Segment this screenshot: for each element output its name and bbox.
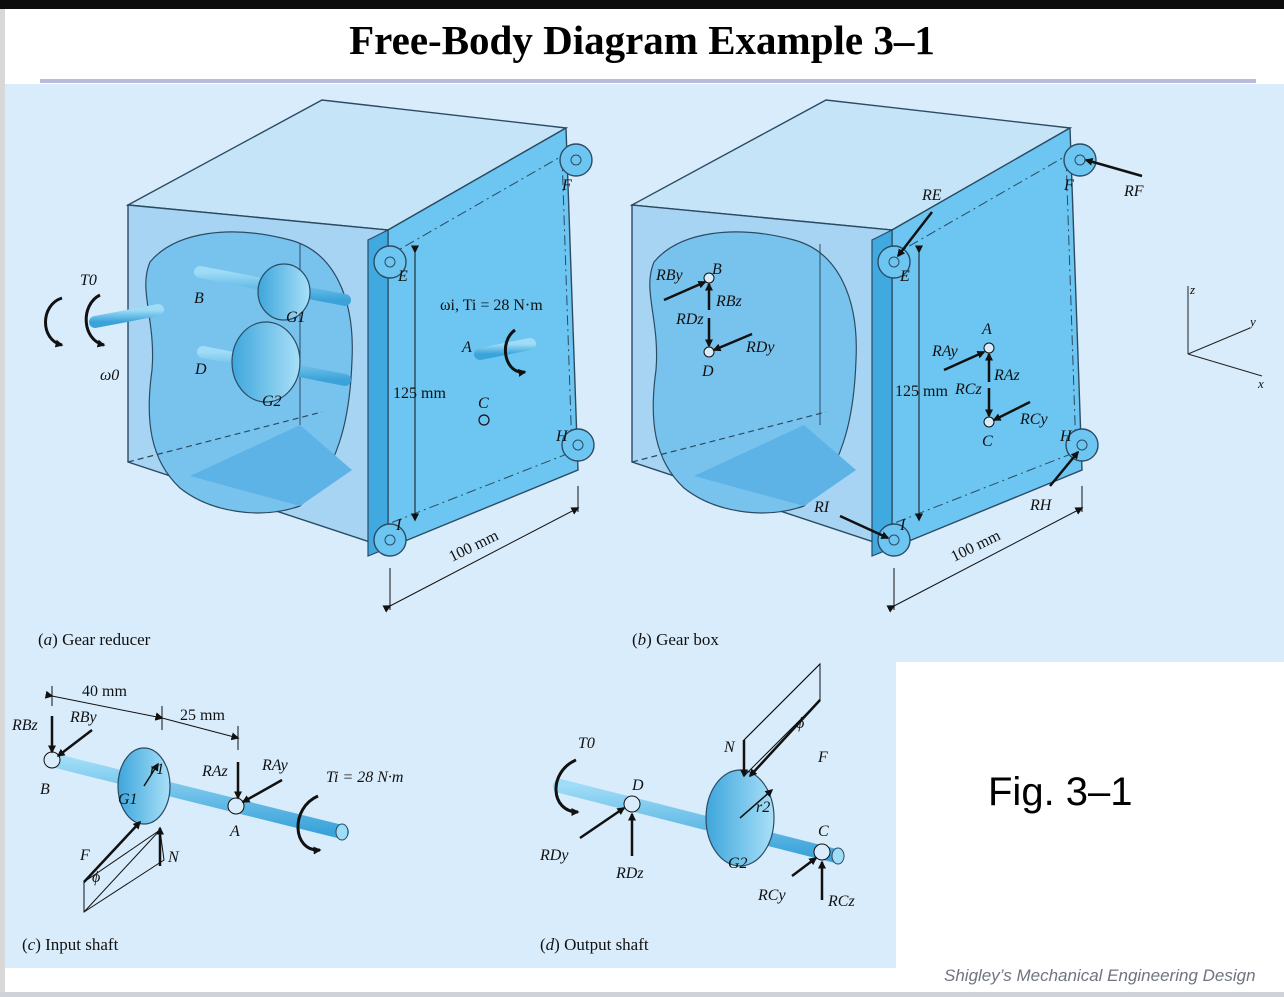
- label-b-i: I: [899, 517, 906, 534]
- input-speed-arrow-icon: [84, 293, 106, 348]
- free-body-diagram-figure: T0 ω0 B D G1 G2 E F H I A C ωi, Ti = 28 …: [5, 84, 1284, 968]
- coordinate-axes: z y x: [1187, 282, 1264, 391]
- label-b: B: [194, 290, 204, 307]
- bolt-hole-f: [559, 143, 593, 177]
- label-c-a: A: [229, 823, 240, 840]
- title-underline: [40, 79, 1256, 83]
- book-credit: Shigley’s Mechanical Engineering Design: [944, 966, 1256, 985]
- cutaway-floor: [190, 425, 352, 506]
- panel-d-output-shaft: T0 D RDy RDz N ϕ F r2 G2 C RCy RCz (d) O…: [539, 662, 855, 954]
- input-torque-label: ωi, Ti = 28 N·m: [440, 297, 543, 314]
- label-ri: RI: [813, 499, 830, 516]
- label-re: RE: [921, 187, 942, 204]
- torque-arrow-icon: [504, 328, 527, 377]
- label-c-phi: ϕ: [92, 869, 100, 886]
- axis-z-label: z: [1189, 282, 1195, 297]
- label-rbz: RBz: [715, 293, 743, 310]
- label-c-rbz: RBz: [11, 717, 39, 734]
- torque-ti-arrow-icon: [296, 794, 322, 855]
- label-d-r2: r2: [756, 799, 770, 816]
- label-c: C: [478, 395, 489, 412]
- dim-25mm: 25 mm: [180, 707, 225, 724]
- label-a: A: [461, 339, 472, 356]
- label-d-phi: ϕ: [796, 715, 804, 732]
- bolt-hole-e: [373, 245, 407, 279]
- label-rf: RF: [1123, 183, 1144, 200]
- label-b-e: E: [899, 268, 910, 285]
- label-b-d: D: [701, 363, 714, 380]
- label-rcz: RCz: [954, 381, 982, 398]
- label-rby: RBy: [655, 267, 684, 284]
- label-c-f: F: [79, 847, 90, 864]
- label-d-n: N: [723, 739, 736, 756]
- label-c-raz: RAz: [201, 763, 229, 780]
- label-d-c: C: [818, 823, 829, 840]
- label-f: F: [561, 177, 572, 194]
- label-b-c: C: [982, 433, 993, 450]
- label-raz: RAz: [993, 367, 1021, 384]
- label-d-rcy: RCy: [757, 887, 786, 904]
- axis-y-label: y: [1248, 314, 1256, 329]
- label-rcy: RCy: [1019, 411, 1048, 428]
- panel-c-input-shaft: 40 mm 25 mm RBz RBy B G1 r1 RAz RAy A F …: [11, 683, 403, 954]
- label-c-ray: RAy: [261, 757, 289, 774]
- caption-c: (c) Input shaft: [22, 935, 119, 954]
- label-b-b: B: [712, 261, 722, 278]
- input-torque-arrow-icon: [44, 296, 64, 348]
- label-c-rby: RBy: [69, 709, 98, 726]
- axis-x-label: x: [1257, 376, 1264, 391]
- label-d-rcz: RCz: [827, 893, 855, 910]
- label-d-g2: G2: [728, 855, 748, 872]
- caption-a: (a) Gear reducer: [38, 630, 151, 649]
- plate-edge: [367, 229, 389, 557]
- gear-g2: [231, 321, 301, 403]
- label-c-ti: Ti = 28 N·m: [326, 769, 403, 786]
- label-b-h: H: [1059, 428, 1073, 445]
- panel-a-gear-reducer: T0 ω0 B D G1 G2 E F H I A C ωi, Ti = 28 …: [44, 99, 595, 613]
- label-d-rdy: RDy: [539, 847, 569, 864]
- label-d-f: F: [817, 749, 828, 766]
- dim-125mm-b: 125 mm: [895, 383, 948, 400]
- label-d-t0: T0: [578, 735, 595, 752]
- label-rdy: RDy: [745, 339, 775, 356]
- label-c-g1: G1: [118, 791, 138, 808]
- label-t0: T0: [80, 272, 97, 289]
- label-b-f: F: [1063, 177, 1074, 194]
- left-window-edge: [0, 9, 5, 997]
- bolt-hole-h: [561, 428, 595, 462]
- caption-b: (b) Gear box: [632, 630, 719, 649]
- label-g2: G2: [262, 393, 282, 410]
- label-b-a: A: [981, 321, 992, 338]
- label-d-d: D: [631, 777, 644, 794]
- hidden-edge: [127, 411, 323, 463]
- label-d-rdz: RDz: [615, 865, 644, 882]
- panel-b-gear-box: B D A C E F H I RBy RBz RDz RDy RAy RAz …: [629, 99, 1144, 613]
- label-omega0: ω0: [100, 367, 119, 384]
- figure-number-label: Fig. 3–1: [988, 770, 1133, 814]
- label-c-b: B: [40, 781, 50, 798]
- label-d: D: [194, 361, 207, 378]
- torque-t0-arrow-icon: [554, 758, 580, 816]
- label-e: E: [397, 268, 408, 285]
- label-rh: RH: [1029, 497, 1053, 514]
- label-ray: RAy: [931, 343, 959, 360]
- label-h: H: [555, 428, 569, 445]
- dim-40mm: 40 mm: [82, 683, 127, 700]
- slide-title: Free-Body Diagram Example 3–1: [349, 17, 935, 63]
- label-c-n: N: [167, 849, 180, 866]
- label-c-r1: r1: [150, 761, 164, 778]
- label-rdz: RDz: [675, 311, 704, 328]
- gear-g1: [257, 263, 311, 321]
- caption-d: (d) Output shaft: [540, 935, 649, 954]
- dim-125mm-a: 125 mm: [393, 385, 446, 402]
- bottom-window-edge: [0, 992, 1284, 997]
- label-i: I: [395, 517, 402, 534]
- top-window-bar: [0, 0, 1284, 9]
- label-g1: G1: [286, 309, 306, 326]
